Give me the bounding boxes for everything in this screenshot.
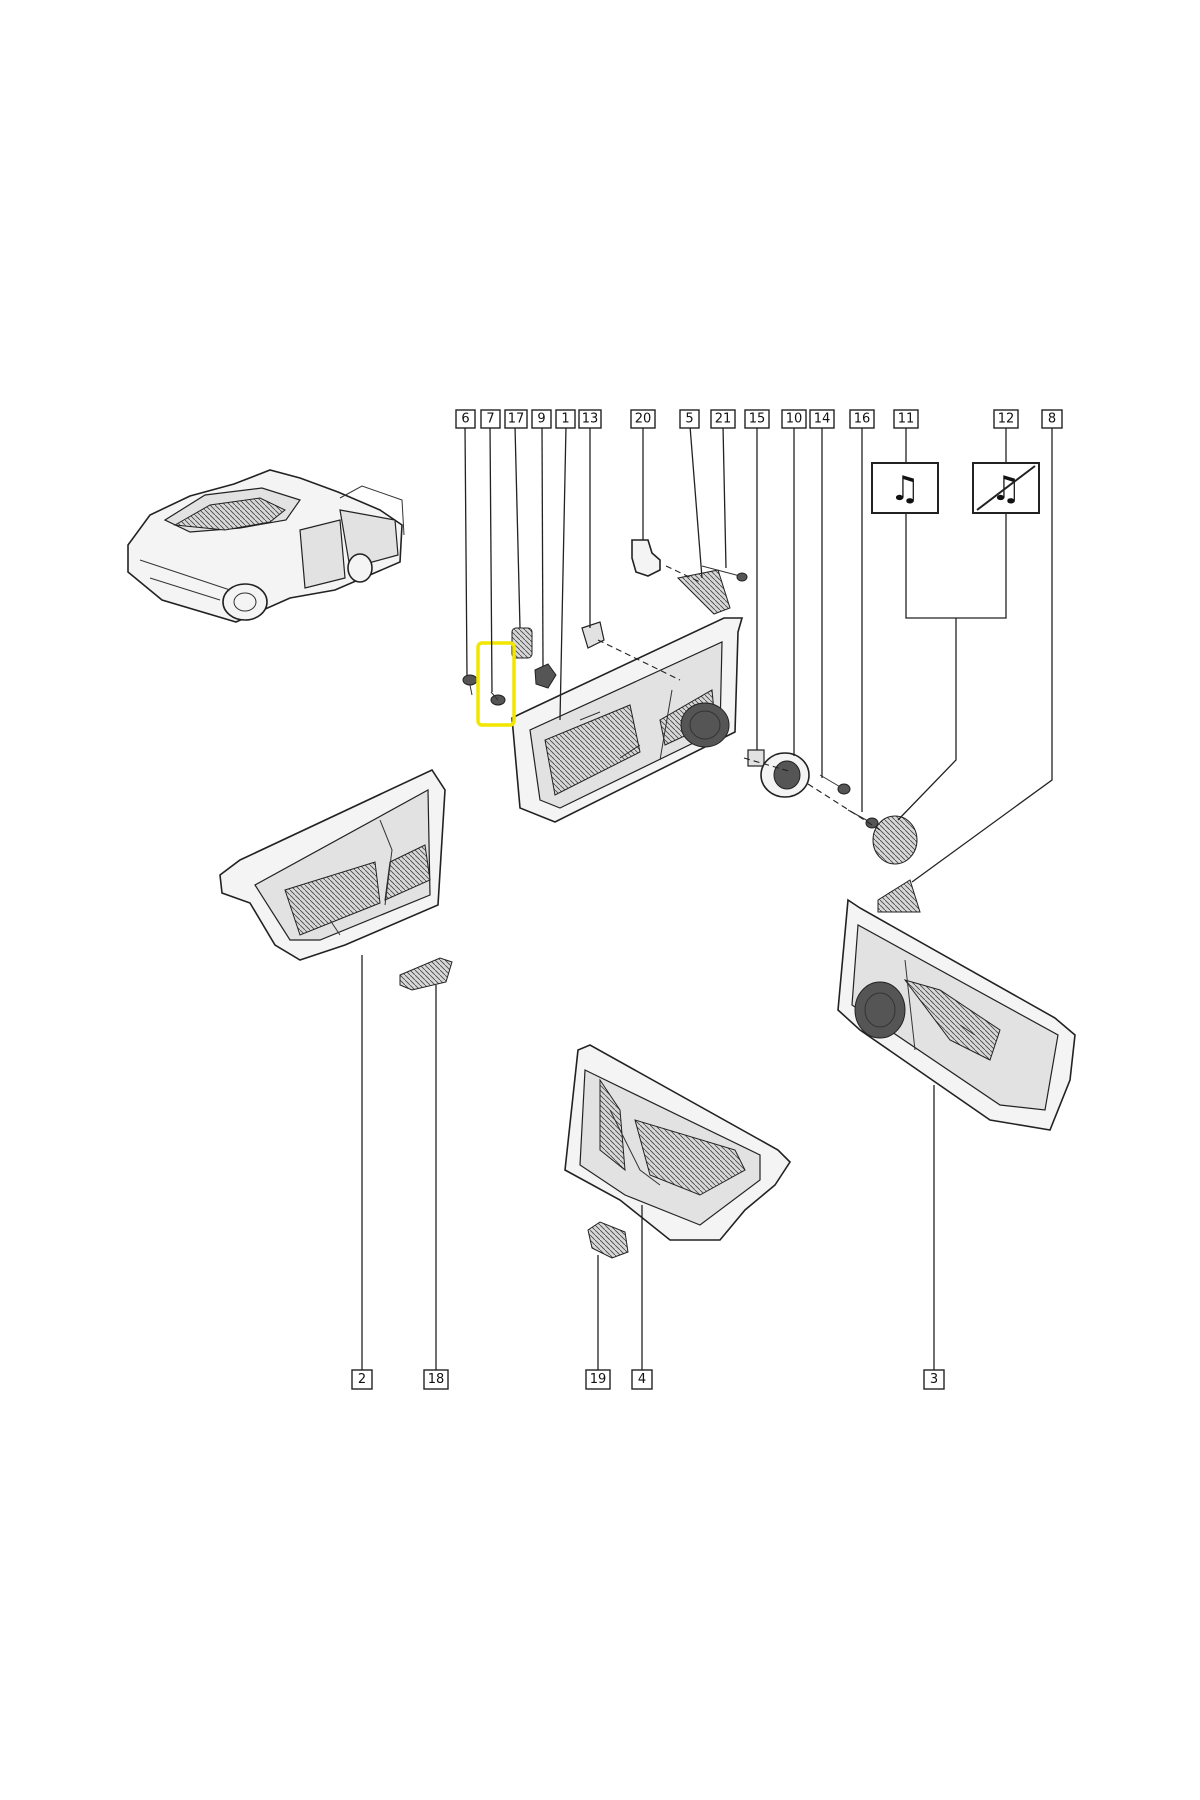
grommet-20[interactable] (631, 539, 661, 577)
callout-12: 12 (993, 409, 1019, 429)
armrest-insert-18[interactable] (399, 957, 453, 991)
svg-text:21: 21 (715, 412, 732, 427)
front-door-panel-1[interactable] (511, 617, 744, 823)
callout-10: 10 (781, 409, 807, 429)
leader-lines (361, 425, 1053, 1370)
callout-21: 21 (710, 409, 736, 429)
svg-text:3: 3 (930, 1372, 938, 1387)
svg-text:19: 19 (590, 1372, 607, 1387)
trim-5[interactable] (676, 569, 731, 615)
svg-text:11: 11 (898, 412, 915, 427)
svg-text:17: 17 (508, 412, 525, 427)
rear-door-panel-4[interactable] (564, 1044, 792, 1241)
svg-text:2: 2 (358, 1372, 366, 1387)
speaker-grille[interactable] (872, 815, 918, 865)
without-radio-symbol: ♫ (972, 462, 1040, 514)
svg-text:13: 13 (582, 412, 599, 427)
svg-text:10: 10 (786, 412, 803, 427)
clip-15[interactable] (747, 749, 765, 767)
front-door-panel-3[interactable] (837, 898, 1076, 1131)
callout-19: 19 (585, 1369, 611, 1390)
callout-6: 6 (455, 409, 476, 429)
screw-21[interactable] (701, 565, 748, 582)
callout-3: 3 (923, 1369, 945, 1390)
svg-text:9: 9 (537, 412, 545, 427)
callout-4: 4 (631, 1369, 653, 1390)
svg-text:20: 20 (635, 412, 652, 427)
svg-text:14: 14 (814, 412, 831, 427)
svg-text:12: 12 (998, 412, 1015, 427)
car-illustration (127, 469, 405, 623)
svg-text:1: 1 (561, 412, 569, 427)
bracket-13[interactable] (581, 621, 605, 649)
svg-text:18: 18 (428, 1372, 445, 1387)
callout-15: 15 (744, 409, 770, 429)
callout-9: 9 (531, 409, 552, 429)
speaker-10[interactable] (760, 752, 810, 798)
svg-text:5: 5 (685, 412, 693, 427)
callout-13: 13 (578, 409, 602, 429)
screw-14[interactable] (819, 774, 851, 795)
callout-17: 17 (504, 409, 528, 429)
callout-8: 8 (1041, 409, 1063, 429)
callout-16: 16 (849, 409, 875, 429)
with-radio-symbol: ♫ (871, 462, 939, 514)
clip-9[interactable] (534, 663, 557, 689)
corner-trim-8[interactable] (877, 879, 921, 913)
svg-text:8: 8 (1048, 412, 1056, 427)
svg-text:4: 4 (638, 1372, 646, 1387)
callout-5: 5 (679, 409, 700, 429)
callout-1: 1 (555, 409, 576, 429)
callout-20: 20 (630, 409, 656, 429)
svg-text:7: 7 (486, 412, 494, 427)
part-highlight (476, 641, 516, 727)
svg-text:6: 6 (461, 412, 469, 427)
armrest-insert-19[interactable] (587, 1221, 629, 1259)
callout-2: 2 (351, 1369, 373, 1390)
svg-text:16: 16 (854, 412, 871, 427)
clip-6[interactable] (462, 674, 478, 696)
callout-7: 7 (480, 409, 501, 429)
screw-7[interactable] (490, 691, 506, 706)
rear-door-panel-2[interactable] (219, 768, 446, 961)
callout-14: 14 (809, 409, 835, 429)
music-note-icon: ♫ (890, 469, 920, 509)
callout-11: 11 (893, 409, 919, 429)
callout-18: 18 (423, 1369, 449, 1390)
svg-text:15: 15 (749, 412, 766, 427)
